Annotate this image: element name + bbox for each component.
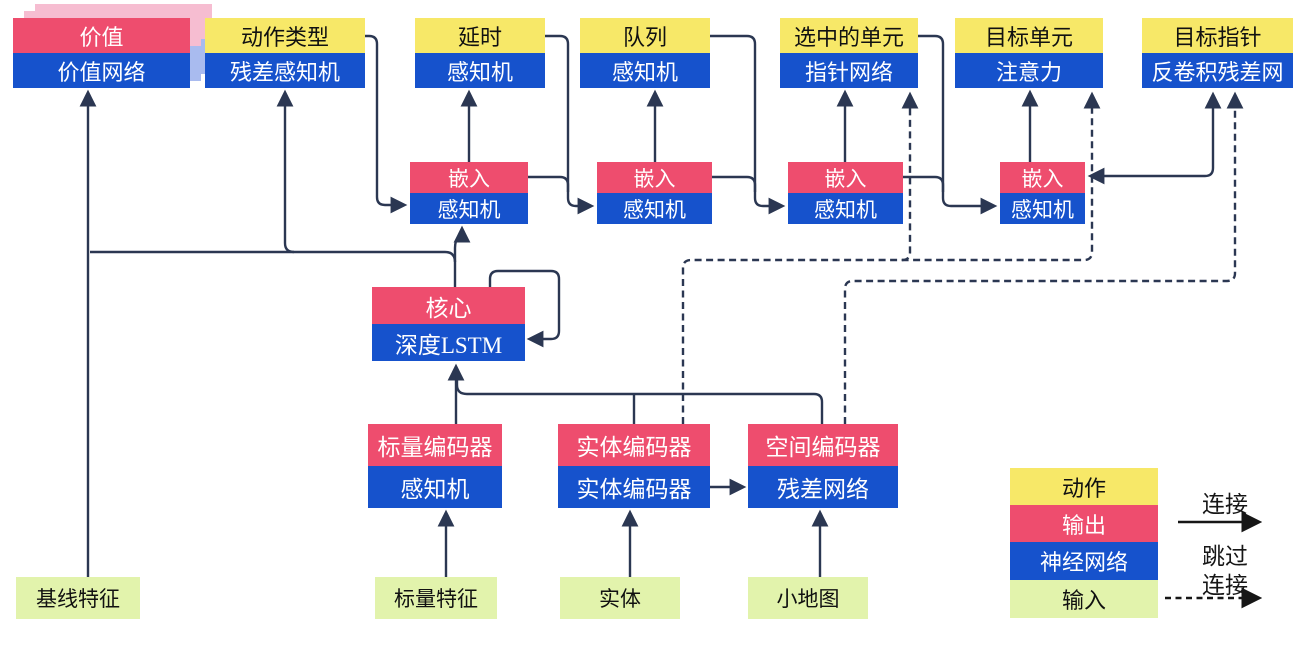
- node-entity-encoder: 实体编码器 实体编码器: [558, 424, 710, 508]
- node-queue: 队列 感知机: [580, 18, 710, 88]
- edge-selected-units-to-embed4: [918, 34, 998, 215]
- legend-network-label: 神经网络: [1010, 542, 1158, 580]
- selected-units-network-label: 指针网络: [780, 53, 918, 88]
- node-embed-2: 嵌入 感知机: [597, 162, 712, 224]
- embed-3-label: 嵌入: [788, 162, 903, 193]
- node-embed-4: 嵌入 感知机: [1000, 162, 1085, 224]
- node-core: 核心 深度LSTM: [372, 287, 525, 361]
- selected-units-label: 选中的单元: [780, 18, 918, 53]
- legend-input-label: 输入: [1010, 580, 1158, 618]
- node-action-type: 动作类型 残差感知机: [205, 18, 365, 88]
- scalar-encoder-network-label: 感知机: [368, 466, 502, 508]
- target-unit-network-label: 注意力: [955, 53, 1103, 88]
- action-type-network-label: 残差感知机: [205, 53, 365, 88]
- entity-encoder-network-label: 实体编码器: [558, 466, 710, 508]
- node-scalar-encoder: 标量编码器 感知机: [368, 424, 502, 508]
- embed-3-network-label: 感知机: [788, 193, 903, 224]
- edge-embed1-out: [528, 175, 570, 192]
- edge-core-to-embed1: [453, 225, 471, 287]
- spatial-encoder-label: 空间编码器: [748, 424, 898, 466]
- legend-connection-label: 连接: [1202, 492, 1248, 517]
- legend-action-label: 动作: [1010, 468, 1158, 505]
- node-value: 价值 价值网络: [13, 18, 190, 88]
- edge-core-left-horizontal: [90, 250, 457, 263]
- delay-network-label: 感知机: [415, 53, 545, 88]
- edge-embed3-out: [903, 175, 945, 192]
- node-spatial-encoder: 空间编码器 残差网络: [748, 424, 898, 508]
- embed-4-network-label: 感知机: [1000, 193, 1085, 224]
- node-delay: 延时 感知机: [415, 18, 545, 88]
- node-baseline-features: 基线特征: [16, 577, 140, 619]
- target-unit-label: 目标单元: [955, 18, 1103, 53]
- spatial-encoder-network-label: 残差网络: [748, 466, 898, 508]
- target-point-network-label: 反卷积残差网: [1142, 53, 1293, 88]
- entity-encoder-label: 实体编码器: [558, 424, 710, 466]
- scalar-encoder-label: 标量编码器: [368, 424, 502, 466]
- edge-delay-to-embed2: [545, 34, 595, 215]
- delay-label: 延时: [415, 18, 545, 53]
- edge-queue-to-embed3: [710, 34, 786, 215]
- core-label: 核心: [372, 287, 525, 324]
- legend-color-key: 动作 输出 神经网络 输入: [1010, 468, 1158, 618]
- node-scalar-features: 标量特征: [375, 577, 497, 619]
- edge-action-type-to-embed1: [365, 34, 408, 214]
- legend-output-label: 输出: [1010, 505, 1158, 542]
- node-target-point: 目标指针 反卷积残差网: [1142, 18, 1293, 88]
- node-target-unit: 目标单元 注意力: [955, 18, 1103, 88]
- queue-label: 队列: [580, 18, 710, 53]
- embed-4-label: 嵌入: [1000, 162, 1085, 193]
- edge-core-to-action-type: [276, 89, 295, 254]
- queue-network-label: 感知机: [580, 53, 710, 88]
- node-minimap: 小地图: [748, 577, 868, 619]
- value-network-label: 价值网络: [13, 53, 190, 88]
- edge-core-self-loop: [488, 269, 561, 348]
- legend-skip-label-line2: 连接: [1202, 573, 1248, 598]
- node-embed-1: 嵌入 感知机: [410, 162, 528, 224]
- node-embed-3: 嵌入 感知机: [788, 162, 903, 224]
- node-selected-units: 选中的单元 指针网络: [780, 18, 918, 88]
- skip-spatial-to-target-point: [843, 91, 1244, 424]
- node-entities: 实体: [560, 577, 680, 619]
- core-network-label: 深度LSTM: [372, 324, 525, 361]
- edge-spatial-encoder-merge: [455, 375, 824, 424]
- edge-embed4-to-target-point: [1087, 91, 1222, 185]
- embed-1-label: 嵌入: [410, 162, 528, 193]
- target-point-label: 目标指针: [1142, 18, 1293, 53]
- embed-2-network-label: 感知机: [597, 193, 712, 224]
- action-type-label: 动作类型: [205, 18, 365, 53]
- edge-embed2-out: [712, 175, 757, 192]
- legend-skip-label-line1: 跳过: [1202, 544, 1248, 569]
- value-output-label: 价值: [13, 18, 190, 53]
- skip-branch-selected-units: [901, 91, 919, 262]
- embed-2-label: 嵌入: [597, 162, 712, 193]
- embed-1-network-label: 感知机: [410, 193, 528, 224]
